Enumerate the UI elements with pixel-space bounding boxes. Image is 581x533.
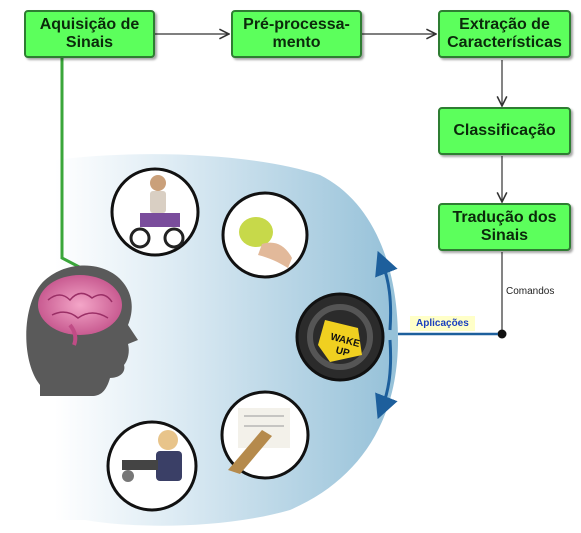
head-silhouette-icon bbox=[26, 265, 139, 396]
step-translation: Tradução dos Sinais bbox=[438, 203, 571, 251]
svg-text:UP: UP bbox=[334, 345, 351, 359]
applications-label: Aplicações bbox=[410, 316, 475, 331]
step-preprocessing: Pré-processa- mento bbox=[231, 10, 362, 58]
arc-arrow-down bbox=[375, 339, 398, 420]
output-node bbox=[497, 329, 507, 339]
step-classification: Classificação bbox=[438, 107, 571, 155]
step-acquisition: Aquisição de Sinais bbox=[24, 10, 155, 58]
commands-label: Comandos bbox=[506, 286, 555, 297]
application-circle-rehab bbox=[106, 420, 198, 512]
arc-arrow-up bbox=[375, 250, 398, 331]
application-circle-driving: WAKE UP bbox=[295, 292, 385, 382]
application-circle-wheelchair bbox=[110, 167, 200, 257]
brain-icon bbox=[38, 275, 122, 335]
step-feature-extraction: Extração de Características bbox=[438, 10, 571, 58]
application-circle-prosthetic bbox=[220, 390, 310, 480]
application-circle-hand-ball bbox=[221, 191, 309, 279]
